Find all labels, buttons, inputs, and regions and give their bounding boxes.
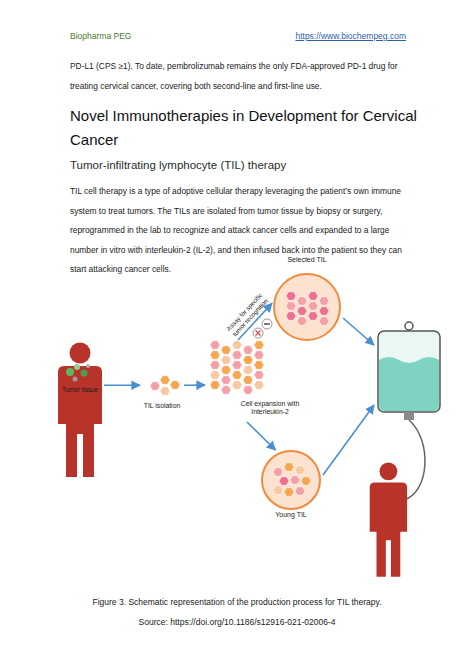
til-cell: [210, 381, 220, 390]
body-paragraph: TIL cell therapy is a type of adoptive c…: [70, 182, 412, 280]
til-cell: [254, 341, 264, 350]
til-cell: [210, 341, 220, 350]
til-cell: [232, 351, 242, 360]
til-cell: [160, 387, 170, 396]
til-cell: [243, 386, 253, 395]
node-outline: [56, 342, 104, 477]
header-url: https://www.biochempeg.com: [240, 31, 406, 42]
person-body: [58, 366, 102, 477]
til-cell: [232, 341, 242, 350]
til-cell: [232, 381, 242, 390]
edge-label: Assay for specific tumor recognition: [220, 286, 274, 343]
til-cell: [221, 346, 231, 355]
infusion-arrow: [323, 405, 374, 475]
til-cell: [170, 381, 180, 390]
iv-liquid: [379, 357, 439, 411]
til-cell: [150, 382, 160, 391]
cross-mark: [256, 331, 261, 336]
node-label: Tumor tissue: [56, 386, 104, 394]
node-outline: [272, 256, 342, 342]
til-cell: [254, 371, 264, 380]
til-cell: [243, 366, 253, 375]
iv-bag: [378, 331, 440, 412]
til-cell: [221, 356, 231, 365]
til-cell: [232, 371, 242, 380]
expansion-cluster: Cell expansion with Interleukin-2: [205, 340, 305, 422]
til-circle: [262, 451, 320, 509]
figure-caption: Figure 3. Schematic representation of th…: [78, 592, 396, 632]
young-til-circle: Young TIL: [260, 450, 322, 528]
iv-nozzle: [404, 412, 414, 420]
patient-figure: Tumor tissue: [56, 342, 104, 477]
flow-arrow: [247, 422, 276, 450]
til-cell: [210, 371, 220, 380]
selected-til-circle: Selected TIL: [272, 256, 342, 342]
til-cell: [221, 366, 231, 375]
til-cell: [243, 376, 253, 385]
til-circle: [274, 274, 340, 340]
infusion-arrow: [343, 318, 374, 345]
person-head: [70, 343, 91, 364]
til-cell: [243, 356, 253, 365]
patient-figure: [370, 462, 407, 576]
til-cell: [232, 361, 242, 370]
til-cell: [254, 361, 264, 370]
iv-hook: [405, 322, 413, 330]
til-cell: [210, 351, 220, 360]
section-heading: Novel Immunotherapies in Development for…: [70, 104, 420, 152]
header-brand: Biopharma PEG: [70, 31, 220, 42]
til-cell: [254, 351, 264, 360]
til-cell: [221, 376, 231, 385]
patient-body: [370, 482, 407, 576]
til-cell: [221, 386, 231, 395]
node-label: TIL isolation: [134, 402, 190, 410]
minus-assay-symbol: [262, 319, 272, 329]
iv-tube: [404, 420, 425, 500]
til-cell: [160, 376, 170, 385]
minus-mark: [264, 323, 270, 324]
body-paragraph: PD-L1 (CPS ≥1). To date, pembrolizumab r…: [70, 56, 412, 96]
til-cell: [254, 381, 264, 390]
node-label: Cell expansion with Interleukin-2: [237, 400, 303, 416]
til-cell: [210, 361, 220, 370]
til-cell: [243, 346, 253, 355]
subsection-heading: Tumor-infiltrating lymphocyte (TIL) ther…: [70, 158, 410, 172]
node-label: Selected TIL: [285, 256, 329, 264]
negative-assay-symbol: [253, 328, 263, 338]
flow-arrow: [104, 384, 140, 386]
flow-arrow: [184, 384, 205, 386]
node-label: Young TIL: [272, 511, 310, 519]
patient-head: [379, 462, 397, 480]
til-cluster: TIL isolation: [140, 372, 184, 416]
